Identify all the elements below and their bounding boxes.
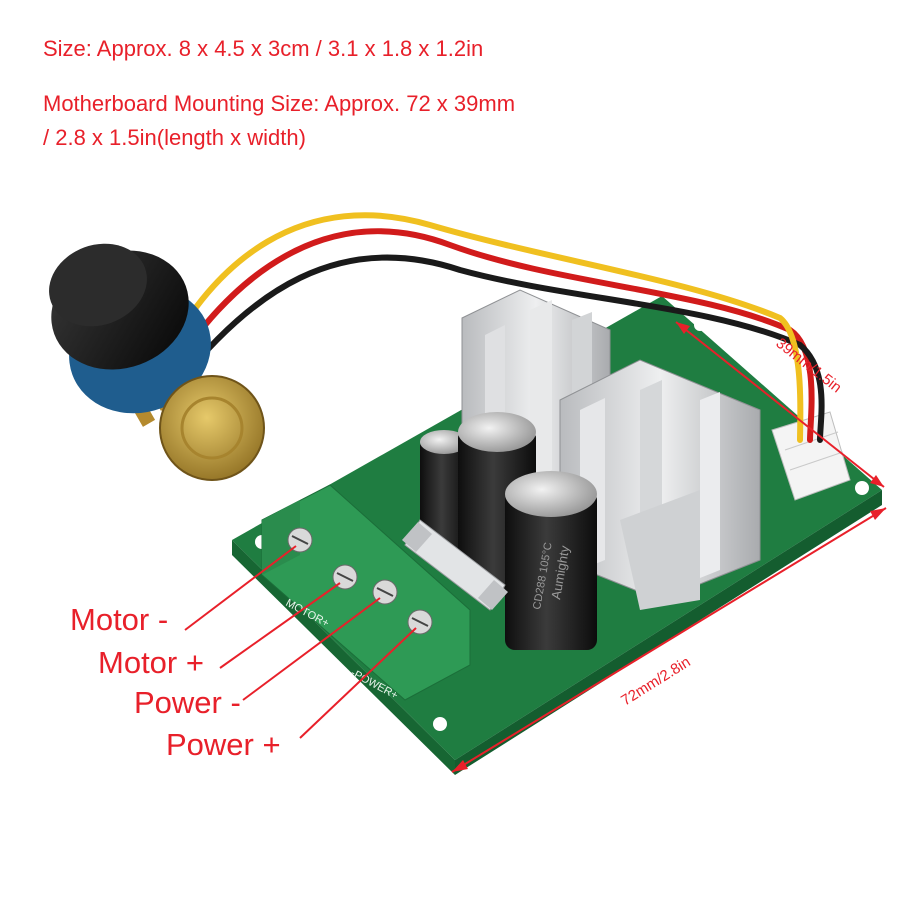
leader-line-power-plus	[299, 627, 417, 739]
mounting-hole	[694, 319, 706, 331]
terminal-block	[261, 484, 471, 701]
arrowhead	[870, 508, 886, 520]
label-power-plus: Power +	[166, 727, 281, 762]
wire-harness	[147, 212, 825, 443]
capacitor-large: Aumighty CD288 105°C	[505, 471, 597, 650]
arrowhead	[870, 475, 884, 487]
fuse	[402, 519, 508, 611]
mounting-hole	[433, 717, 447, 731]
leader-line-motor-minus	[184, 545, 297, 631]
terminal-screw	[287, 527, 313, 553]
label-motor-minus: Motor -	[70, 602, 169, 637]
dimension-arrow-width	[675, 321, 885, 488]
arrowhead	[452, 760, 468, 772]
mounting-spec-line2: / 2.8 x 1.5in(length x width)	[43, 125, 306, 150]
mounting-hole	[855, 481, 869, 495]
leader-line-power-minus	[242, 597, 381, 701]
label-power-minus: Power -	[134, 685, 241, 720]
size-spec-text: Size: Approx. 8 x 4.5 x 3cm / 3.1 x 1.8 …	[43, 36, 484, 61]
label-motor-plus: Motor +	[98, 645, 204, 680]
mounting-spec-line1: Motherboard Mounting Size: Approx. 72 x …	[43, 91, 516, 116]
dimension-arrow-length	[451, 507, 887, 773]
arrowhead	[676, 322, 690, 334]
leader-line-motor-plus	[219, 582, 341, 669]
terminal-screw	[407, 609, 433, 635]
capacitor-small	[420, 430, 468, 550]
potentiometer	[49, 243, 265, 481]
